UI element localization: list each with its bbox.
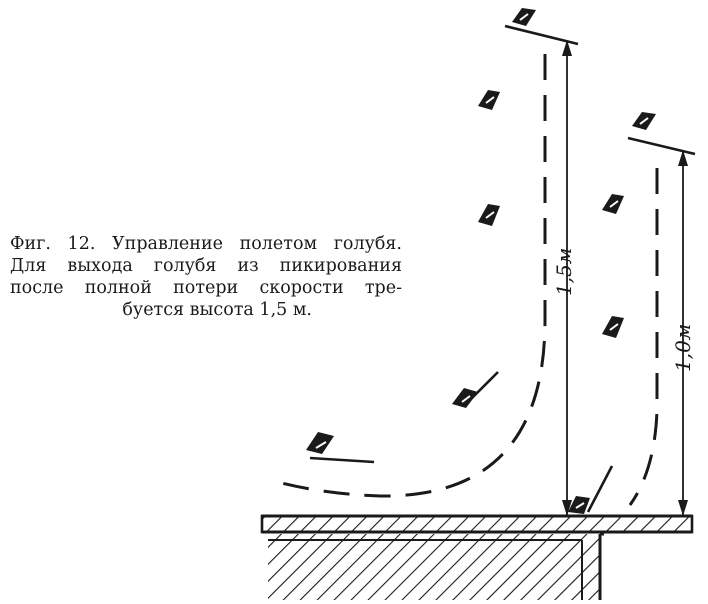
- left-height-dimension: [504, 24, 579, 516]
- pigeon-icon: [512, 8, 536, 26]
- caption-line-3: после полной потери скорости тре-: [10, 278, 402, 298]
- right-flight-path: [628, 168, 659, 506]
- pigeon-icon: [568, 496, 590, 514]
- right-height-label: 1,0м: [671, 324, 695, 372]
- building-wall: [268, 532, 604, 600]
- pigeon-icon: [306, 432, 334, 454]
- left-flight-path: [269, 54, 547, 498]
- figure-caption: Фиг. 12. Управление полетом голубя. Для …: [10, 233, 402, 321]
- pigeon-wing-line: [586, 465, 614, 513]
- pigeon-icon: [478, 204, 500, 226]
- right-height-dimension: [627, 136, 696, 516]
- caption-line-4: буется высота 1,5 м.: [122, 300, 312, 320]
- ground-slab: [260, 514, 694, 534]
- pigeon-icon: [602, 316, 624, 338]
- pigeon-wing-line: [465, 371, 499, 405]
- caption-line-1: Фиг. 12. Управление полетом голубя.: [10, 234, 402, 254]
- pigeon-icon: [478, 90, 500, 110]
- left-height-label: 1,5м: [552, 248, 576, 296]
- pigeon-icon: [452, 388, 478, 408]
- pigeon-wing-line: [309, 456, 375, 464]
- pigeon-icon: [632, 112, 656, 130]
- pigeon-icon: [602, 194, 624, 214]
- caption-line-2: Для выхода голубя из пикирования: [10, 256, 402, 276]
